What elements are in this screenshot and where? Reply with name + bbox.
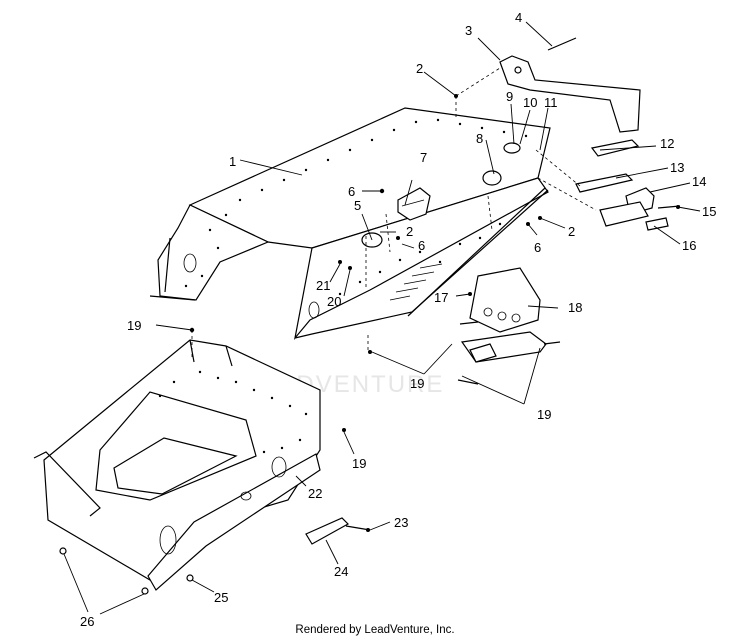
callout-17: 17 — [434, 290, 448, 305]
small-bracket — [305, 517, 371, 545]
front-bulkhead — [33, 339, 321, 591]
callout-19-left: 19 — [127, 318, 141, 333]
callout-5: 5 — [354, 198, 361, 213]
callout-2-mid: 2 — [406, 224, 413, 239]
bumper-assembly — [457, 267, 561, 385]
callout-18: 18 — [568, 300, 582, 315]
callout-7: 7 — [420, 150, 427, 165]
callout-19-right: 19 — [537, 407, 551, 422]
callout-6-right: 6 — [534, 240, 541, 255]
callout-20: 20 — [327, 294, 341, 309]
tunnel-assembly — [149, 107, 551, 341]
alignment-lines — [191, 67, 597, 360]
callout-labels: 1 2 2 2 3 4 5 6 6 6 7 8 9 10 11 12 13 14… — [80, 10, 716, 629]
rivets — [59, 547, 194, 595]
callout-23: 23 — [394, 515, 408, 530]
callout-14: 14 — [692, 174, 706, 189]
callout-4: 4 — [515, 10, 522, 25]
callout-11: 11 — [544, 95, 558, 110]
callout-19-lower: 19 — [352, 456, 366, 471]
right-hardware — [575, 139, 681, 231]
callout-2-right: 2 — [568, 224, 575, 239]
callout-8: 8 — [476, 131, 483, 146]
callout-6-mid: 6 — [418, 238, 425, 253]
callout-24: 24 — [334, 564, 348, 579]
callout-26: 26 — [80, 614, 94, 629]
callout-1: 1 — [229, 154, 236, 169]
callout-6-top: 6 — [348, 184, 355, 199]
callout-21: 21 — [316, 278, 330, 293]
callout-13: 13 — [670, 160, 684, 175]
rear-bracket — [499, 37, 641, 133]
callout-22: 22 — [308, 486, 322, 501]
footer-credit: Rendered by LeadVenture, Inc. — [295, 624, 455, 636]
leader-lines — [63, 21, 701, 615]
callout-16: 16 — [682, 238, 696, 253]
callout-19-center: 19 — [410, 376, 424, 391]
callout-12: 12 — [660, 136, 674, 151]
grab-handle — [397, 187, 431, 221]
callout-15: 15 — [702, 204, 716, 219]
loop-brackets — [361, 142, 521, 248]
callout-3: 3 — [465, 23, 472, 38]
callout-25: 25 — [214, 590, 228, 605]
callout-2-top: 2 — [416, 61, 423, 76]
callout-10: 10 — [523, 95, 537, 110]
callout-9: 9 — [506, 89, 513, 104]
